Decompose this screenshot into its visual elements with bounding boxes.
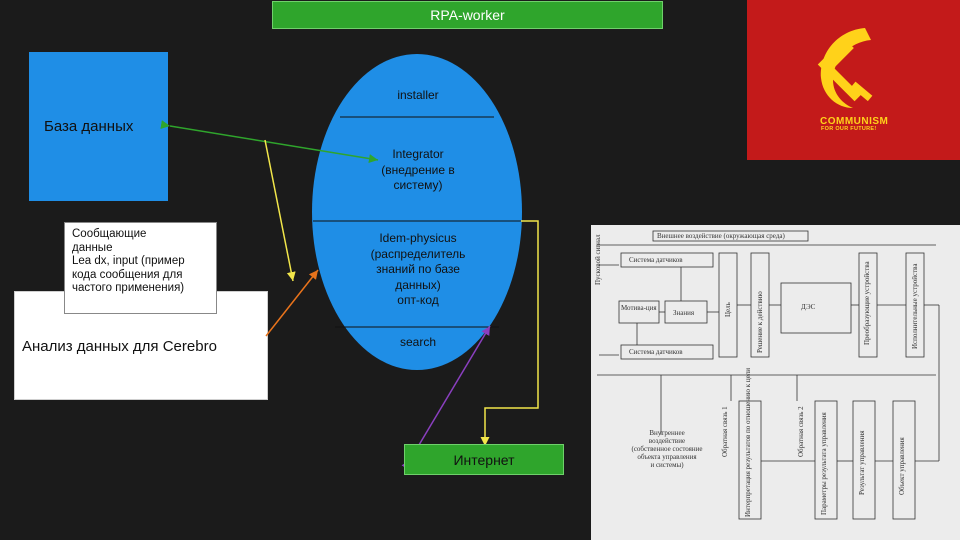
message-line: Lea dx, input (пример <box>72 255 185 268</box>
scheme-executors: Исполнительные устройства <box>911 263 919 349</box>
arrow-orange-cerebro <box>265 269 319 337</box>
cerebro-analysis-label: Анализ данных для Cerebro <box>22 338 217 355</box>
scheme-top-label: Внешнее воздействие (окружающая среда) <box>657 232 785 240</box>
hammer-sickle-icon <box>817 28 873 108</box>
scheme-left-label: Пусковой сигнал <box>594 234 602 285</box>
scheme-motivation: Мотива-ция <box>621 304 657 312</box>
scheme-internal-line: (собственное состояние <box>631 445 703 453</box>
internet-box: Интернет <box>404 444 564 475</box>
diagram-title: RPA-worker <box>272 1 663 29</box>
scheme-lines <box>597 230 940 520</box>
integrator-line: (внедрение в <box>381 162 455 177</box>
idem-line: знаний по базе <box>376 262 460 276</box>
scheme-goal: Цель <box>724 302 732 317</box>
oval-idem-label: Idem-physicus (распределитель знаний по … <box>345 231 491 309</box>
idem-line: (распределитель <box>370 246 466 261</box>
idem-line: Idem-physicus <box>379 231 457 245</box>
database-label: База данных <box>44 118 134 135</box>
scheme-result: Результат управления <box>858 430 866 495</box>
scheme-knowledge: Знания <box>673 309 695 317</box>
idem-line: данных) <box>395 277 441 292</box>
integrator-line: Integrator <box>392 147 444 161</box>
scheme-object: Объект управления <box>898 437 906 495</box>
arrow-purple-search-internet <box>401 325 491 471</box>
scheme-dec: ДЭС <box>801 303 816 311</box>
oval-installer-label: installer <box>397 88 439 102</box>
control-system-scheme: Внешнее воздействие (окружающая среда) П… <box>591 225 960 540</box>
scheme-interpretation: Интерпретация результатов по отношению к… <box>744 368 752 517</box>
scheme-decision: Решение к действию <box>756 291 764 353</box>
communism-flag <box>747 0 960 160</box>
idem-line: опт-код <box>397 293 439 307</box>
database-box <box>29 52 168 201</box>
scheme-internal-line: Внутреннее <box>649 429 685 437</box>
oval-search-label: search <box>399 335 437 349</box>
flag-text-main: COMMUNISM <box>820 116 889 127</box>
message-data-box: Сообщающие данные Lea dx, input (пример … <box>64 222 217 314</box>
arrow-db-integrator <box>160 120 379 163</box>
message-line: Сообщающие <box>72 228 147 240</box>
scheme-internal-line: воздействие <box>648 437 686 445</box>
arrow-yellow-message <box>264 139 296 282</box>
scheme-feedback1: Обратная связь 1 <box>721 406 729 457</box>
integrator-line: систему) <box>393 178 443 192</box>
oval-integrator-label: Integrator (внедрение в систему) <box>350 147 486 194</box>
flag-text-sub: FOR OUR FUTURE! <box>821 126 877 132</box>
scheme-params: Параметры результата управления <box>820 412 828 515</box>
message-line: частого применения) <box>72 282 185 295</box>
message-line: данные <box>72 241 113 254</box>
scheme-sensors-top: Система датчиков <box>629 256 683 264</box>
message-line: кода сообщения для <box>72 268 183 281</box>
scheme-internal: Внутреннее воздействие (собственное сост… <box>617 429 717 469</box>
scheme-feedback2: Обратная связь 2 <box>797 406 805 457</box>
scheme-converters: Преобразующие устройства <box>863 261 871 345</box>
scheme-internal-line: и системы) <box>650 461 684 469</box>
scheme-internal-line: объекта управления <box>637 453 697 461</box>
scheme-sensors-bottom: Система датчиков <box>629 348 683 356</box>
